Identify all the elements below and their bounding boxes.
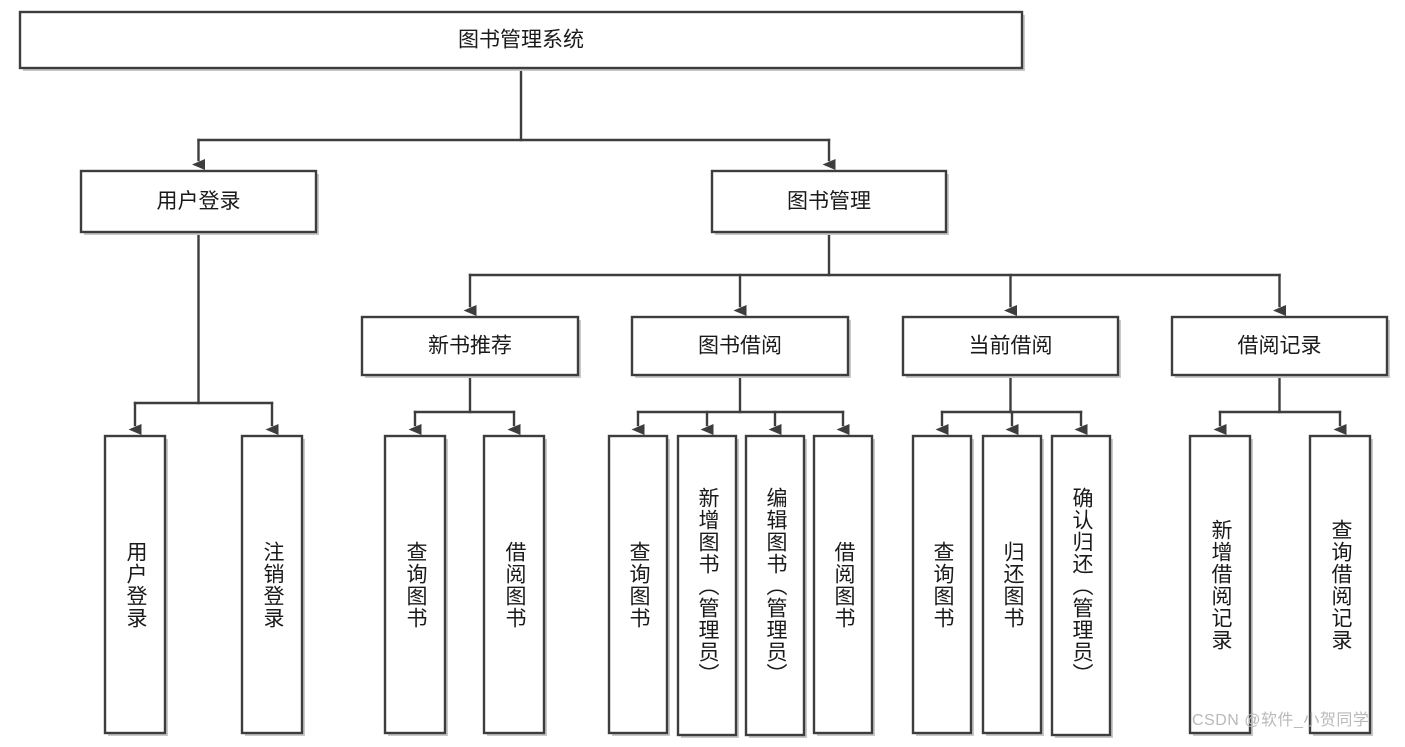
node-leaf-1[interactable] [240, 434, 304, 735]
node-leaf-8[interactable] [911, 434, 973, 735]
node-root-label: 图书管理系统 [458, 29, 584, 52]
node-l2-label-1: 图书管理 [787, 190, 871, 213]
node-leaf-10[interactable] [1050, 434, 1112, 737]
watermark-text: CSDN @软件_小贺同学 [1192, 712, 1370, 729]
node-root[interactable] [18, 10, 1024, 70]
node-l2-label-0: 用户登录 [157, 190, 241, 213]
edges-layer [128, 66, 1347, 435]
node-l3-label-2: 当前借阅 [969, 335, 1053, 358]
node-l3-当前借阅[interactable] [901, 315, 1120, 377]
node-leaf-4[interactable] [607, 434, 669, 735]
node-l3-借阅记录[interactable] [1170, 315, 1389, 377]
node-leaf-9[interactable] [981, 434, 1043, 735]
node-l3-label-1: 图书借阅 [698, 335, 782, 358]
node-l3-图书借阅[interactable] [630, 315, 850, 377]
node-leaf-11[interactable] [1188, 434, 1252, 735]
node-leaf-12[interactable] [1308, 434, 1372, 735]
node-l3-label-0: 新书推荐 [428, 335, 512, 358]
node-leaf-5[interactable] [676, 434, 738, 737]
node-leaf-3[interactable] [482, 434, 546, 735]
node-l2-图书管理[interactable] [710, 169, 948, 234]
node-leaf-0[interactable] [103, 434, 167, 735]
node-leaf-6[interactable] [744, 434, 806, 737]
node-l2-用户登录[interactable] [79, 169, 318, 234]
node-l3-新书推荐[interactable] [360, 315, 580, 377]
node-leaf-7[interactable] [812, 434, 874, 735]
node-leaf-2[interactable] [383, 434, 447, 735]
node-l3-label-3: 借阅记录 [1238, 335, 1322, 358]
